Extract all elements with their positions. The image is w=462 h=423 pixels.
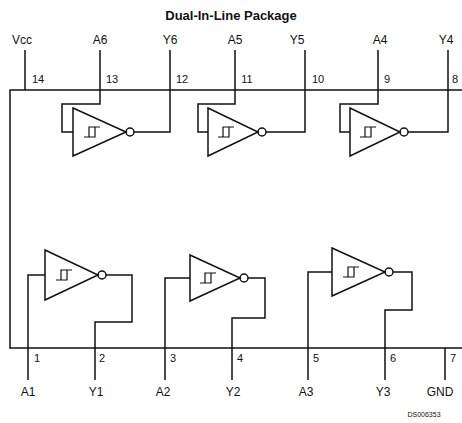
pin-name: Y4: [439, 34, 454, 47]
pin-number: 2: [99, 352, 105, 365]
document-code: DS006353: [407, 408, 440, 421]
pin-name: Vcc: [12, 34, 32, 47]
pin-leads: [25, 50, 448, 90]
schmitt-symbol: [218, 127, 234, 137]
schmitt-symbol: [343, 267, 359, 277]
pin-number: 10: [312, 73, 324, 86]
pin-number: 7: [450, 352, 456, 365]
pin-number: 5: [313, 352, 319, 365]
pin-name: A4: [373, 34, 388, 47]
title: Dual-In-Line Package: [165, 8, 296, 23]
schmitt-symbol: [200, 273, 216, 283]
pin-number: 12: [176, 73, 188, 86]
wire: [165, 278, 265, 348]
pin-number: 6: [390, 352, 396, 365]
wire: [28, 275, 132, 348]
inverter-symbol: [208, 108, 258, 156]
pin-name: Y1: [89, 386, 104, 399]
pin-number: 3: [170, 352, 176, 365]
pin-name: Y2: [226, 386, 241, 399]
pin-name: A6: [93, 34, 108, 47]
pin-number: 1: [34, 352, 40, 365]
pin-name: A5: [228, 34, 243, 47]
pin-name: Y5: [290, 34, 305, 47]
inverter-symbol: [350, 108, 400, 156]
package-outline: [10, 90, 462, 348]
inverter-symbol: [73, 108, 126, 156]
pin-number: 4: [237, 352, 243, 365]
pin-name: Y3: [376, 386, 391, 399]
schmitt-symbol: [84, 127, 100, 137]
pin-number: 11: [241, 73, 252, 86]
pin-name: GND: [427, 386, 454, 399]
inverter-symbol: [45, 250, 98, 300]
inverter-symbol: [332, 248, 385, 296]
inverter-symbol: [190, 255, 240, 301]
pin-number: 14: [32, 73, 44, 86]
pin-leads: [28, 348, 445, 380]
pin-name: A2: [156, 386, 171, 399]
pin-name: Y6: [163, 34, 178, 47]
pin-name: A3: [299, 386, 314, 399]
schmitt-symbol: [56, 270, 72, 280]
pin-number: 9: [384, 73, 390, 86]
pin-number: 8: [452, 73, 458, 86]
pin-name: A1: [21, 386, 36, 399]
schmitt-symbol: [360, 127, 376, 137]
pin-number: 13: [106, 73, 118, 86]
